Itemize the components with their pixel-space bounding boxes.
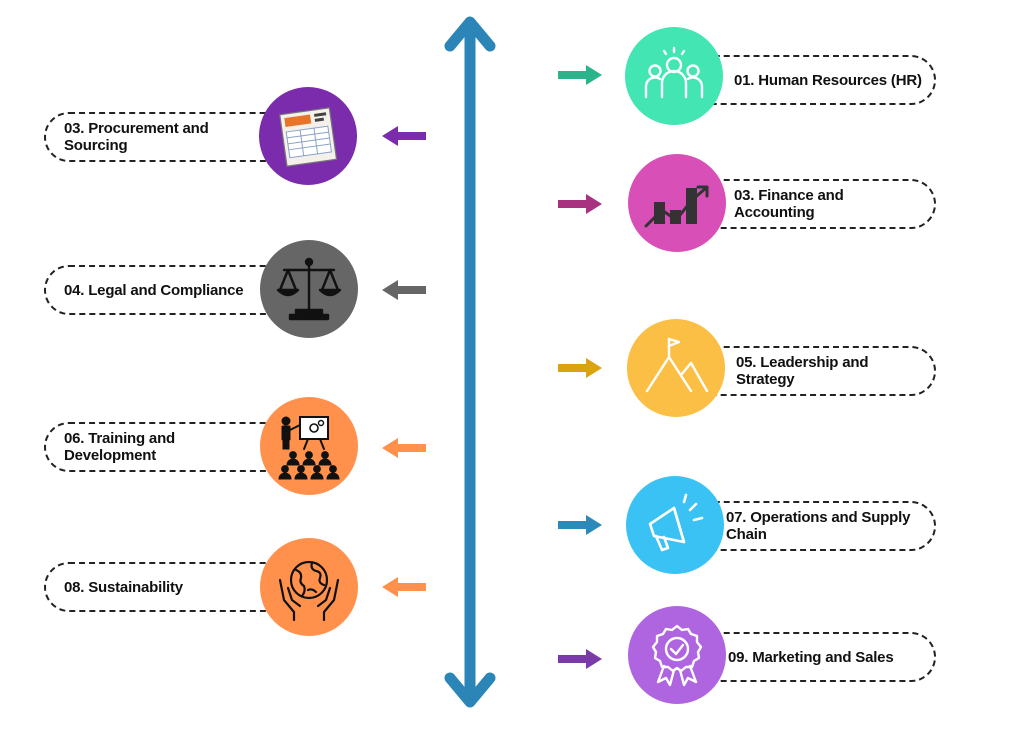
megaphone-icon: [648, 493, 704, 552]
arrow-leadership: [558, 358, 602, 378]
label-marketing: 09. Marketing and Sales: [728, 648, 894, 666]
label-box-legal: 04. Legal and Compliance: [44, 265, 304, 315]
circle-hr: [625, 27, 723, 125]
vertical-double-arrow: [444, 16, 496, 708]
award-badge-icon: [651, 624, 703, 687]
circle-marketing: [628, 606, 726, 704]
growth-chart-icon: [644, 185, 709, 228]
arrow-procurement: [382, 126, 426, 146]
scales-icon: [276, 257, 342, 321]
presentation-icon: [278, 416, 340, 480]
label-operations: 07. Operations and Supply Chain: [726, 509, 911, 543]
label-training: 06. Training and Development: [64, 430, 175, 464]
circle-operations: [626, 476, 724, 574]
label-sustainability: 08. Sustainability: [64, 578, 183, 596]
label-box-operations: 07. Operations and Supply Chain: [684, 501, 936, 551]
arrow-training: [382, 438, 426, 458]
circle-procurement: [259, 87, 357, 185]
label-leadership: 05. Leadership and Strategy: [736, 354, 869, 388]
circle-sustainability: [260, 538, 358, 636]
mountain-flag-icon: [645, 337, 709, 393]
arrow-operations: [558, 515, 602, 535]
arrow-sustainability: [382, 577, 426, 597]
label-finance: 03. Finance and Accounting: [734, 187, 844, 221]
circle-leadership: [627, 319, 725, 417]
purchase-order-icon: [279, 107, 338, 167]
label-box-leadership: 05. Leadership and Strategy: [684, 346, 936, 396]
label-box-marketing: 09. Marketing and Sales: [684, 632, 936, 682]
arrow-hr: [558, 65, 602, 85]
arrow-legal: [382, 280, 426, 300]
circle-legal: [260, 240, 358, 338]
label-box-hr: 01. Human Resources (HR): [684, 55, 936, 105]
earth-hands-icon: [278, 560, 340, 622]
arrow-marketing: [558, 649, 602, 669]
label-hr: 01. Human Resources (HR): [734, 71, 922, 89]
arrow-finance: [558, 194, 602, 214]
circle-training: [260, 397, 358, 495]
circle-finance: [628, 154, 726, 252]
team-icon: [644, 46, 704, 99]
label-box-finance: 03. Finance and Accounting: [684, 179, 936, 229]
label-legal: 04. Legal and Compliance: [64, 281, 244, 299]
label-procurement: 03. Procurement and Sourcing: [64, 120, 209, 154]
